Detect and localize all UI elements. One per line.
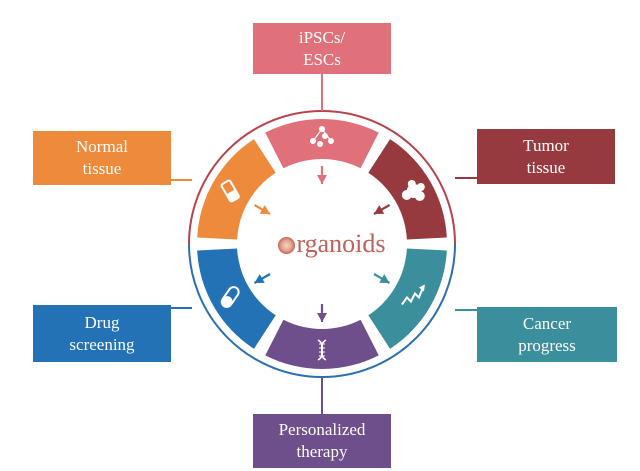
node-ipscs: iPSCs/ ESCs bbox=[253, 23, 391, 74]
segment-drug-screening bbox=[197, 248, 276, 349]
arrow-personalized-therapy-head bbox=[317, 313, 327, 322]
node-drug-screening: Drug screening bbox=[33, 305, 171, 362]
node-normal-tissue-label: Normal tissue bbox=[76, 137, 128, 178]
arrow-tumor-tissue-head bbox=[373, 205, 385, 214]
arrow-ipscs-head bbox=[317, 175, 327, 184]
node-normal-tissue: Normal tissue bbox=[33, 131, 171, 185]
organoid-o-icon bbox=[278, 237, 296, 254]
arrow-normal-tissue-head bbox=[259, 205, 271, 214]
segment-normal-tissue bbox=[197, 139, 276, 240]
pill-capsule-icon bbox=[220, 286, 240, 308]
stem-cell-cluster-icon bbox=[310, 126, 334, 147]
arrow-cancer-progress-head bbox=[379, 274, 390, 283]
node-drug-screening-label: Drug screening bbox=[69, 312, 135, 354]
node-cancer-progress: Cancer progress bbox=[477, 307, 617, 362]
node-tumor-tissue-label: Tumor tissue bbox=[523, 135, 569, 177]
node-personalized-therapy: Personalized therapy bbox=[253, 414, 391, 468]
progress-chart-icon bbox=[401, 284, 425, 306]
node-tumor-tissue: Tumor tissue bbox=[477, 129, 615, 184]
arrow-drug-screening-head bbox=[254, 274, 265, 283]
arrow-group bbox=[253, 166, 391, 322]
connector-group bbox=[171, 74, 477, 414]
node-ipscs-label: iPSCs/ ESCs bbox=[298, 27, 346, 69]
icon-group bbox=[220, 126, 425, 361]
node-cancer-progress-label: Cancer progress bbox=[518, 313, 576, 355]
dna-icon bbox=[317, 339, 327, 361]
node-personalized-therapy-label: Personalized therapy bbox=[278, 420, 366, 461]
center-title-rest: rganoids bbox=[296, 229, 386, 258]
tumor-icon bbox=[401, 180, 425, 201]
center-title: rganoids bbox=[262, 226, 402, 262]
tissue-sample-icon bbox=[220, 179, 240, 203]
